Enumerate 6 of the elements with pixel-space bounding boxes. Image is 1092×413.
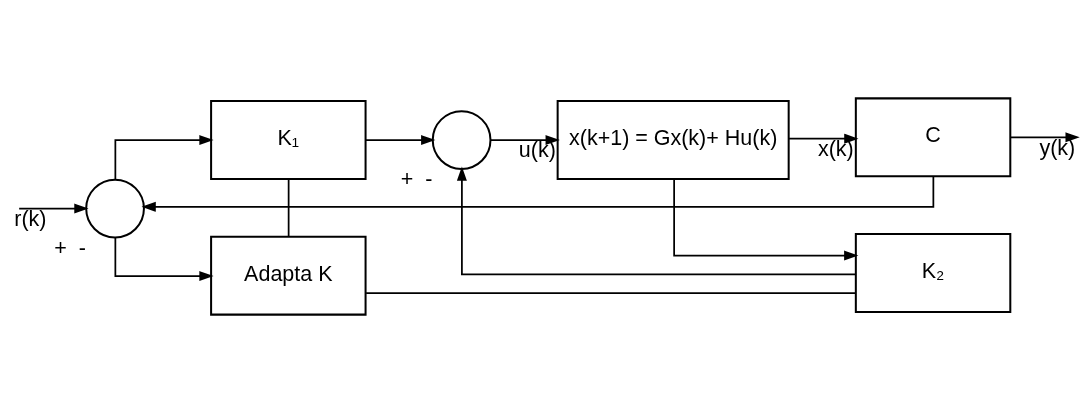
edge-label: r(k) (14, 206, 47, 231)
edge-label: x(k) (817, 136, 854, 161)
node-label: + - (400, 167, 433, 192)
node-label: + - (54, 235, 86, 260)
edge-label: y(k) (1039, 135, 1076, 160)
edge-label: u(k) (518, 138, 556, 163)
